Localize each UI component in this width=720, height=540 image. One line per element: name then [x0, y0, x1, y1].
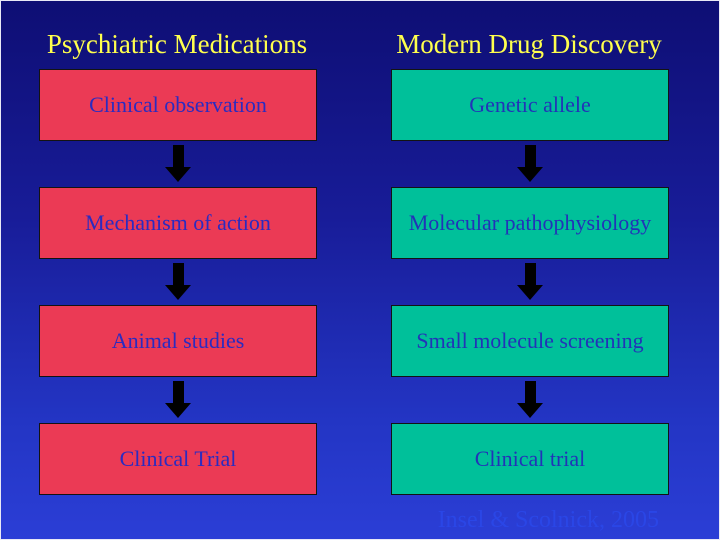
flow-box-clinical-trial-right: Clinical trial	[391, 423, 669, 495]
flow-box-small-molecule-screening: Small molecule screening	[391, 305, 669, 377]
arrow-wrap	[524, 377, 536, 423]
flow-box-animal-studies: Animal studies	[39, 305, 317, 377]
down-arrow-icon	[524, 145, 536, 167]
flow-box-genetic-allele: Genetic allele	[391, 69, 669, 141]
down-arrow-icon	[524, 381, 536, 403]
right-flow-column: Genetic allele Molecular pathophysiology…	[391, 69, 669, 495]
down-arrow-icon	[172, 263, 184, 285]
arrow-wrap	[172, 377, 184, 423]
citation-text: Insel & Scolnick, 2005	[437, 507, 659, 533]
right-column-title: Modern Drug Discovery	[396, 29, 662, 59]
arrow-wrap	[524, 141, 536, 187]
down-arrow-icon	[524, 263, 536, 285]
arrow-wrap	[172, 141, 184, 187]
flow-box-clinical-observation: Clinical observation	[39, 69, 317, 141]
left-flow-column: Clinical observation Mechanism of action…	[39, 69, 317, 495]
flow-box-molecular-pathophysiology: Molecular pathophysiology	[391, 187, 669, 259]
down-arrow-icon	[172, 145, 184, 167]
arrow-wrap	[524, 259, 536, 305]
arrow-wrap	[172, 259, 184, 305]
down-arrow-icon	[172, 381, 184, 403]
flow-box-clinical-trial-left: Clinical Trial	[39, 423, 317, 495]
flow-box-mechanism-of-action: Mechanism of action	[39, 187, 317, 259]
left-column-title: Psychiatric Medications	[46, 29, 308, 59]
